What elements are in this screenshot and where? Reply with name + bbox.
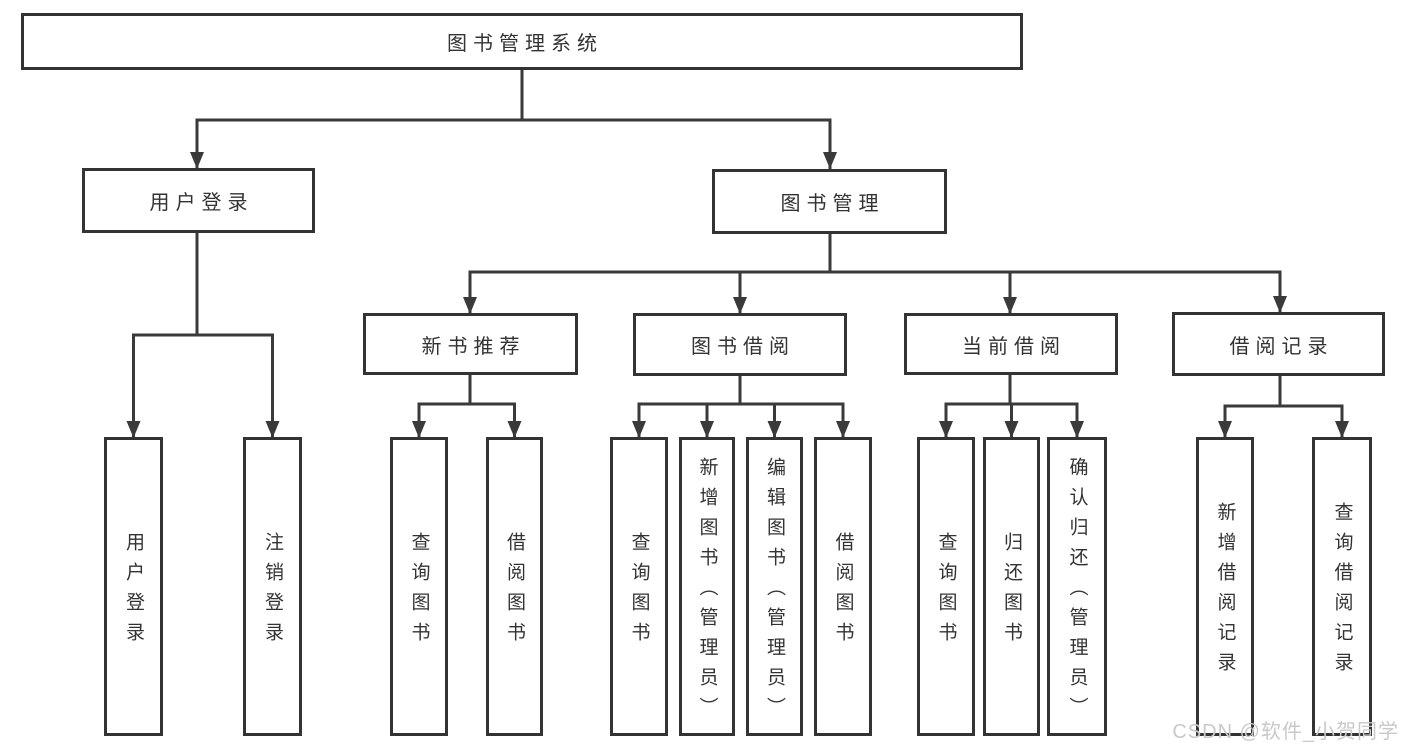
- arrowheads: [126, 152, 1349, 438]
- leaf-return-book: 归还图书: [983, 437, 1040, 736]
- node-new-book-recommend: 新书推荐: [363, 313, 578, 375]
- leaf-user-login-label: 用户登录: [123, 532, 144, 652]
- node-root: 图书管理系统: [21, 13, 1023, 70]
- node-book-management-branch-label: 图书管理: [780, 193, 885, 215]
- node-borrow-record: 借阅记录: [1172, 312, 1385, 376]
- leaf-edit-book-admin-label: 编辑图书（管理员）: [764, 457, 785, 727]
- node-current-borrow: 当前借阅: [904, 313, 1118, 375]
- node-book-borrow: 图书借阅: [633, 313, 847, 376]
- leaf-add-book-admin-label: 新增图书（管理员）: [696, 457, 718, 727]
- leaf-query-borrow-record: 查询借阅记录: [1312, 437, 1372, 736]
- node-user-login-branch-label: 用户登录: [149, 192, 254, 214]
- leaf-confirm-return-admin: 确认归还（管理员）: [1047, 437, 1107, 736]
- node-book-management-branch: 图书管理: [712, 169, 947, 234]
- node-book-borrow-label: 图书借阅: [691, 336, 795, 358]
- leaf-query-borrow-record-label: 查询借阅记录: [1331, 502, 1353, 682]
- connector-paths: [132, 69, 1344, 438]
- node-borrow-record-label: 借阅记录: [1229, 335, 1334, 358]
- node-new-book-recommend-label: 新书推荐: [421, 335, 526, 358]
- leaf-query-book-current: 查询图书: [917, 437, 975, 736]
- node-current-borrow-label: 当前借阅: [962, 335, 1066, 358]
- leaf-query-book-current-label: 查询图书: [935, 532, 957, 652]
- csdn-watermark: CSDN @软件_小贺同学: [1172, 721, 1399, 743]
- leaf-query-book-recommend-label: 查询图书: [408, 532, 430, 652]
- node-root-label: 图书管理系统: [447, 33, 603, 55]
- leaf-add-borrow-record: 新增借阅记录: [1196, 437, 1254, 736]
- leaf-edit-book-admin: 编辑图书（管理员）: [746, 437, 803, 736]
- leaf-borrow-book-recommend: 借阅图书: [486, 437, 543, 736]
- leaf-borrow-book-recommend-label: 借阅图书: [504, 532, 525, 652]
- leaf-borrow-book: 借阅图书: [814, 437, 872, 736]
- leaf-borrow-book-label: 借阅图书: [832, 532, 854, 652]
- leaf-logout: 注销登录: [243, 437, 302, 736]
- leaf-add-borrow-record-label: 新增借阅记录: [1214, 502, 1236, 682]
- node-user-login-branch: 用户登录: [82, 168, 315, 233]
- leaf-query-book-recommend: 查询图书: [390, 437, 448, 736]
- leaf-query-book-borrow-label: 查询图书: [628, 532, 650, 652]
- leaf-logout-label: 注销登录: [262, 532, 283, 652]
- leaf-user-login: 用户登录: [104, 437, 163, 736]
- leaf-confirm-return-admin-label: 确认归还（管理员）: [1066, 457, 1088, 727]
- leaf-query-book-borrow: 查询图书: [610, 437, 668, 736]
- leaf-add-book-admin: 新增图书（管理员）: [679, 437, 735, 736]
- leaf-return-book-label: 归还图书: [1001, 532, 1022, 652]
